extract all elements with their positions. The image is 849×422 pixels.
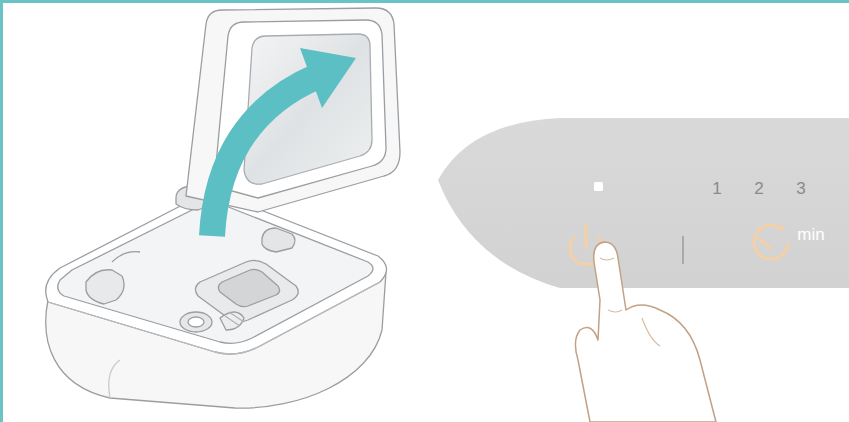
led-indicator	[594, 182, 603, 191]
timer-dot	[780, 226, 784, 230]
timer-step-number: 3	[796, 180, 805, 197]
unit-label: min	[797, 226, 824, 243]
finger-crease	[608, 310, 660, 346]
charging-case	[46, 8, 400, 408]
separator	[682, 236, 684, 264]
open-lid-arrow	[212, 48, 356, 236]
finger	[575, 242, 716, 422]
fingernail	[600, 258, 614, 260]
timer-step-number: 1	[712, 180, 721, 197]
timer-icon	[754, 225, 788, 259]
timer-step-number: 2	[754, 180, 763, 197]
control-panel	[438, 118, 849, 288]
